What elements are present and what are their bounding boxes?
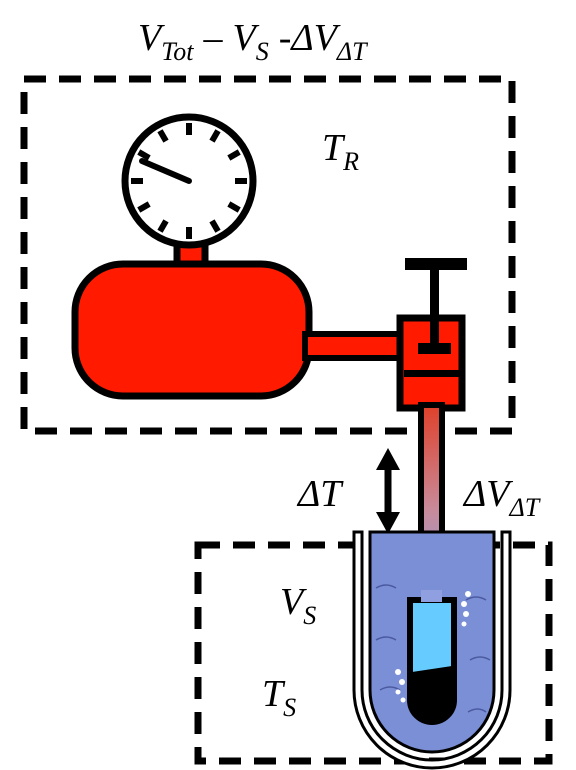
top-minus2: -: [279, 17, 292, 59]
total-volume-label: VTot–VS-ΔVΔT: [138, 17, 368, 66]
delta-t-label: ΔT: [296, 473, 344, 515]
top-v1-sub: Tot: [161, 37, 194, 66]
double-arrow-icon: [376, 448, 400, 534]
room-temperature-label: TR: [322, 127, 359, 176]
gauge-ticks: [131, 123, 247, 239]
gauge-tick: [227, 149, 241, 161]
gauge-tick: [137, 201, 151, 213]
gauge-tick: [137, 149, 151, 161]
pressure-gauge-icon: [121, 113, 257, 276]
gauge-tick: [157, 219, 169, 233]
reservoir-tank: [71, 260, 313, 400]
gauge-tick: [209, 219, 221, 233]
gauge-tick: [157, 129, 169, 143]
sample-temperature-label: TS: [262, 673, 296, 722]
delta-v-label: ΔVΔT: [462, 473, 541, 522]
valve-icon: [396, 258, 467, 412]
top-delta-sub: ΔT: [336, 37, 368, 66]
top-v2-sub: S: [256, 37, 269, 66]
sample-tube-icon: [407, 590, 457, 725]
reservoir-pipe: [302, 331, 410, 361]
sample-volume-label: VS: [280, 581, 316, 630]
sample-material: [412, 666, 452, 720]
gauge-tick: [227, 201, 241, 213]
bubbles-icon: [395, 591, 471, 703]
top-minus1: –: [203, 17, 224, 59]
gauge-needle: [139, 158, 192, 184]
gauge-tick: [209, 129, 221, 143]
top-v2: V: [233, 17, 260, 59]
top-delta: ΔV: [289, 17, 340, 59]
top-v1: V: [138, 17, 165, 59]
